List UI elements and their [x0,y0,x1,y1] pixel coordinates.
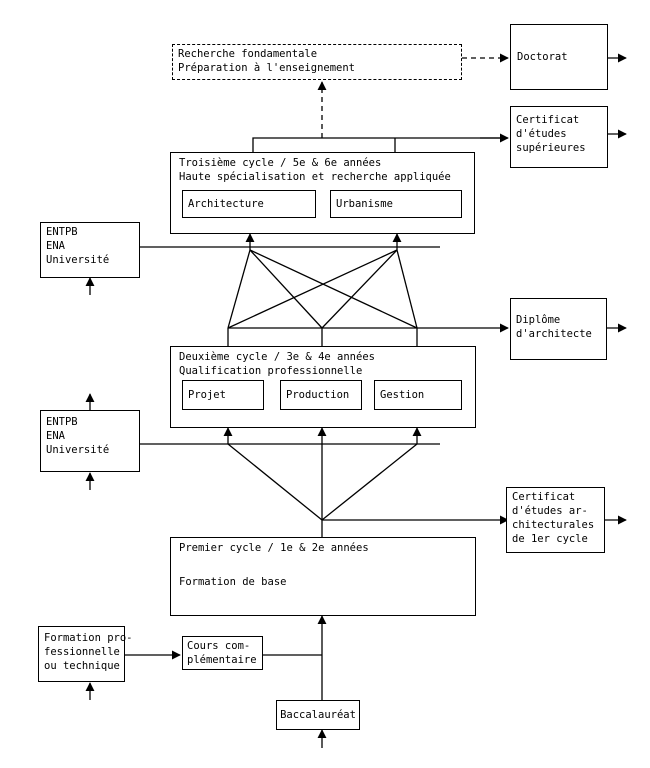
option-production: Production [280,380,362,410]
first-cycle-box: Premier cycle / 1e & 2e années Formation… [170,537,476,616]
side-top-line1: ENTPB [46,226,78,238]
side-mid-line1: ENTPB [46,416,78,428]
option-gestion: Gestion [374,380,462,410]
third-cycle-title: Troisième cycle / 5e & 6e années [179,157,382,169]
cert-sup-line1: Certificat [516,114,580,126]
cours-comp-box: Cours com- plémentaire [182,636,263,670]
cert-arch-line2: d'études ar- [512,505,588,517]
research-line1: Recherche fondamentale [178,48,318,60]
side-institutions-top: ENTPB ENA Université [40,222,140,278]
cert-sup-line2: d'études [516,128,567,140]
diplome-box: Diplôme d'architecte [510,298,607,360]
option-architecture-label: Architecture [188,198,264,210]
cert-arch-line3: chitecturales [512,519,595,531]
third-cycle-subtitle: Haute spécialisation et recherche appliq… [179,171,451,183]
cert-superieures-box: Certificat d'études supérieures [510,106,608,168]
option-urbanisme: Urbanisme [330,190,462,218]
doctorat-box: Doctorat [510,24,608,90]
first-cycle-title: Premier cycle / 1e & 2e années [179,542,369,554]
side-mid-line3: Université [46,444,110,456]
second-cycle-subtitle: Qualification professionnelle [179,365,363,377]
formation-pro-line1: Formation pro- [44,632,133,644]
option-architecture: Architecture [182,190,316,218]
cert-arch-line4: de 1er cycle [512,533,588,545]
side-top-line2: ENA [46,240,65,252]
first-cycle-subtitle: Formation de base [179,576,287,588]
cert-architecturales-box: Certificat d'études ar- chitecturales de… [506,487,605,553]
cours-comp-line2: plémentaire [187,654,257,666]
side-mid-line2: ENA [46,430,65,442]
formation-pro-line2: fessionnelle [44,646,120,658]
diplome-line2: d'architecte [516,328,592,340]
cert-arch-line1: Certificat [512,491,576,503]
third-bus-top [252,137,500,152]
diplome-line1: Diplôme [516,314,561,326]
cours-comp-line1: Cours com- [187,640,251,652]
baccalaureat-label: Baccalauréat [280,709,356,721]
side-top-line3: Université [46,254,110,266]
option-projet-label: Projet [188,389,226,401]
cert-sup-line3: supérieures [516,142,586,154]
option-projet: Projet [182,380,264,410]
option-production-label: Production [286,389,350,401]
side-institutions-mid: ENTPB ENA Université [40,410,140,472]
research-box: Recherche fondamentale Préparation à l'e… [172,44,462,80]
second-cycle-title: Deuxième cycle / 3e & 4e années [179,351,375,363]
option-gestion-label: Gestion [380,389,425,401]
formation-pro-box: Formation pro- fessionnelle ou technique [38,626,133,682]
doctorat-label: Doctorat [517,51,568,63]
formation-pro-line3: ou technique [44,660,120,672]
research-line2: Préparation à l'enseignement [178,62,356,74]
baccalaureat-box: Baccalauréat [276,700,360,730]
option-urbanisme-label: Urbanisme [336,198,393,210]
